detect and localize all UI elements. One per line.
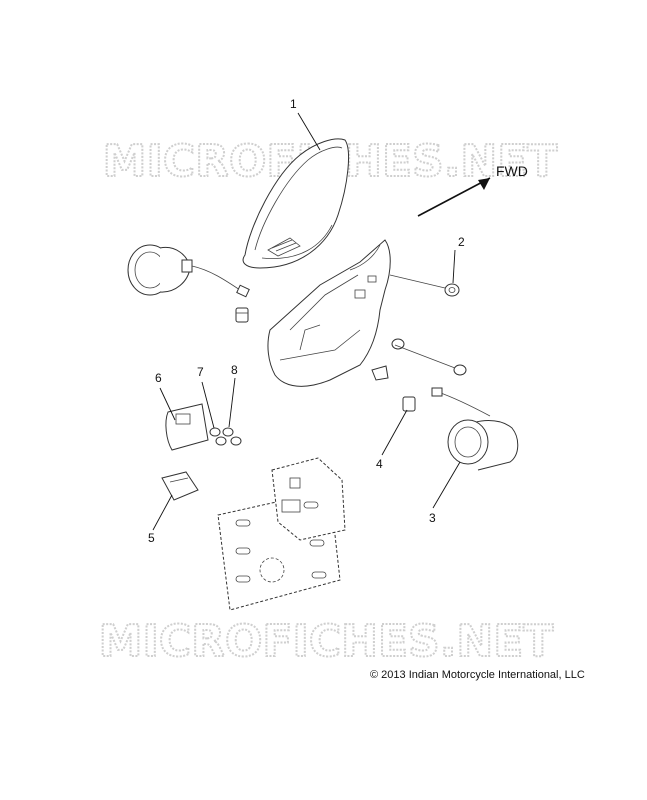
watermark-bottom: MICROFICHES.NET bbox=[99, 616, 554, 667]
callout-8: 8 bbox=[231, 363, 238, 377]
part-3-right-turn-signal bbox=[431, 387, 519, 471]
part-6-license-lamp bbox=[165, 403, 209, 451]
part-left-turn-signal bbox=[127, 244, 250, 298]
callout-2: 2 bbox=[458, 235, 465, 249]
part-license-plate-bracket bbox=[217, 457, 346, 611]
callout-6: 6 bbox=[155, 371, 162, 385]
callout-numbers: 1 2 3 4 5 6 7 8 bbox=[148, 97, 465, 545]
callout-7: 7 bbox=[197, 365, 204, 379]
leader-lines bbox=[152, 112, 461, 531]
part-rear-fender-bracket bbox=[267, 239, 391, 387]
forward-arrow: FWD bbox=[417, 163, 528, 217]
callout-1: 1 bbox=[290, 97, 297, 111]
callout-3: 3 bbox=[429, 511, 436, 525]
part-1-lens-housing bbox=[242, 138, 350, 269]
part-8-nut bbox=[222, 427, 242, 446]
part-bolt-center bbox=[235, 307, 249, 323]
part-2-nut bbox=[444, 283, 460, 297]
part-7-washer bbox=[209, 427, 227, 446]
copyright-text: © 2013 Indian Motorcycle International, … bbox=[370, 669, 585, 681]
part-4-bolt bbox=[402, 396, 416, 412]
part-fastener-mid bbox=[391, 338, 467, 376]
callout-5: 5 bbox=[148, 531, 155, 545]
forward-label: FWD bbox=[496, 163, 528, 179]
callout-4: 4 bbox=[376, 457, 383, 471]
part-5-lamp-lens bbox=[161, 471, 199, 501]
